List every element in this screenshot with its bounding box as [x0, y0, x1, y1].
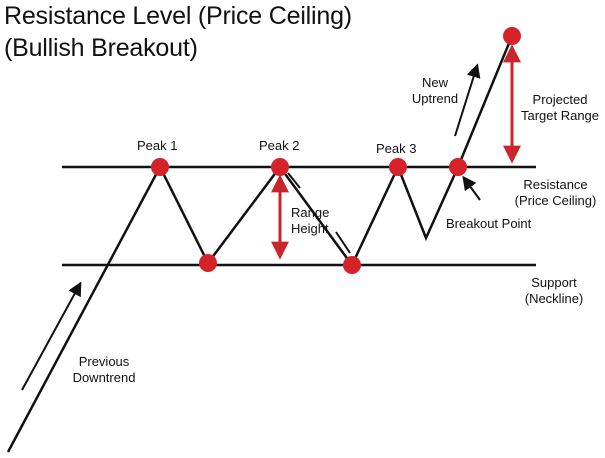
range-height-pointer-top [287, 172, 301, 189]
new-uptrend-line-2: Uptrend [411, 91, 459, 106]
support-line-2: (Neckline) [524, 291, 584, 306]
projected-target-line-2: Target Range [520, 108, 600, 123]
range-height-pointer [335, 231, 351, 254]
title-line-2: (Bullish Breakout) [4, 34, 198, 62]
projected-target-label: Projected Target Range [516, 92, 604, 124]
trough-1-point [199, 254, 217, 272]
resistance-label: Resistance (Price Ceiling) [508, 177, 603, 209]
trough-2-point [343, 256, 361, 274]
breakout-point-arrow [462, 175, 481, 201]
range-height-line-2: Height [291, 221, 329, 236]
target-point [503, 27, 521, 45]
title-line-1: Resistance Level (Price Ceiling) [4, 2, 352, 30]
peak-1-label: Peak 1 [137, 138, 178, 153]
resistance-line-1: Resistance [523, 177, 588, 192]
breakout-point-label: Breakout Point [446, 216, 532, 231]
previous-downtrend-label: Previous Downtrend [62, 354, 146, 386]
new-uptrend-arrow [454, 63, 481, 137]
support-label: Support (Neckline) [514, 275, 594, 307]
peak-3-point [389, 158, 407, 176]
projected-target-line-1: Projected [532, 92, 588, 107]
new-uptrend-label: New Uptrend [405, 75, 465, 107]
resistance-line-2: (Price Ceiling) [514, 193, 597, 208]
previous-downtrend-line-2: Downtrend [72, 370, 136, 385]
previous-downtrend-line-1: Previous [78, 354, 130, 369]
peak-2-point [271, 158, 289, 176]
range-height-label: Range Height [291, 205, 329, 237]
new-uptrend-line-1: New [421, 75, 448, 90]
peak-2-label: Peak 2 [259, 138, 300, 153]
previous-downtrend-arrow [21, 281, 82, 391]
peak-1-point [151, 158, 169, 176]
breakout-point-marker [449, 158, 467, 176]
range-height-line-1: Range [291, 205, 330, 220]
support-line-1: Support [531, 275, 577, 290]
peak-3-label: Peak 3 [376, 141, 417, 156]
